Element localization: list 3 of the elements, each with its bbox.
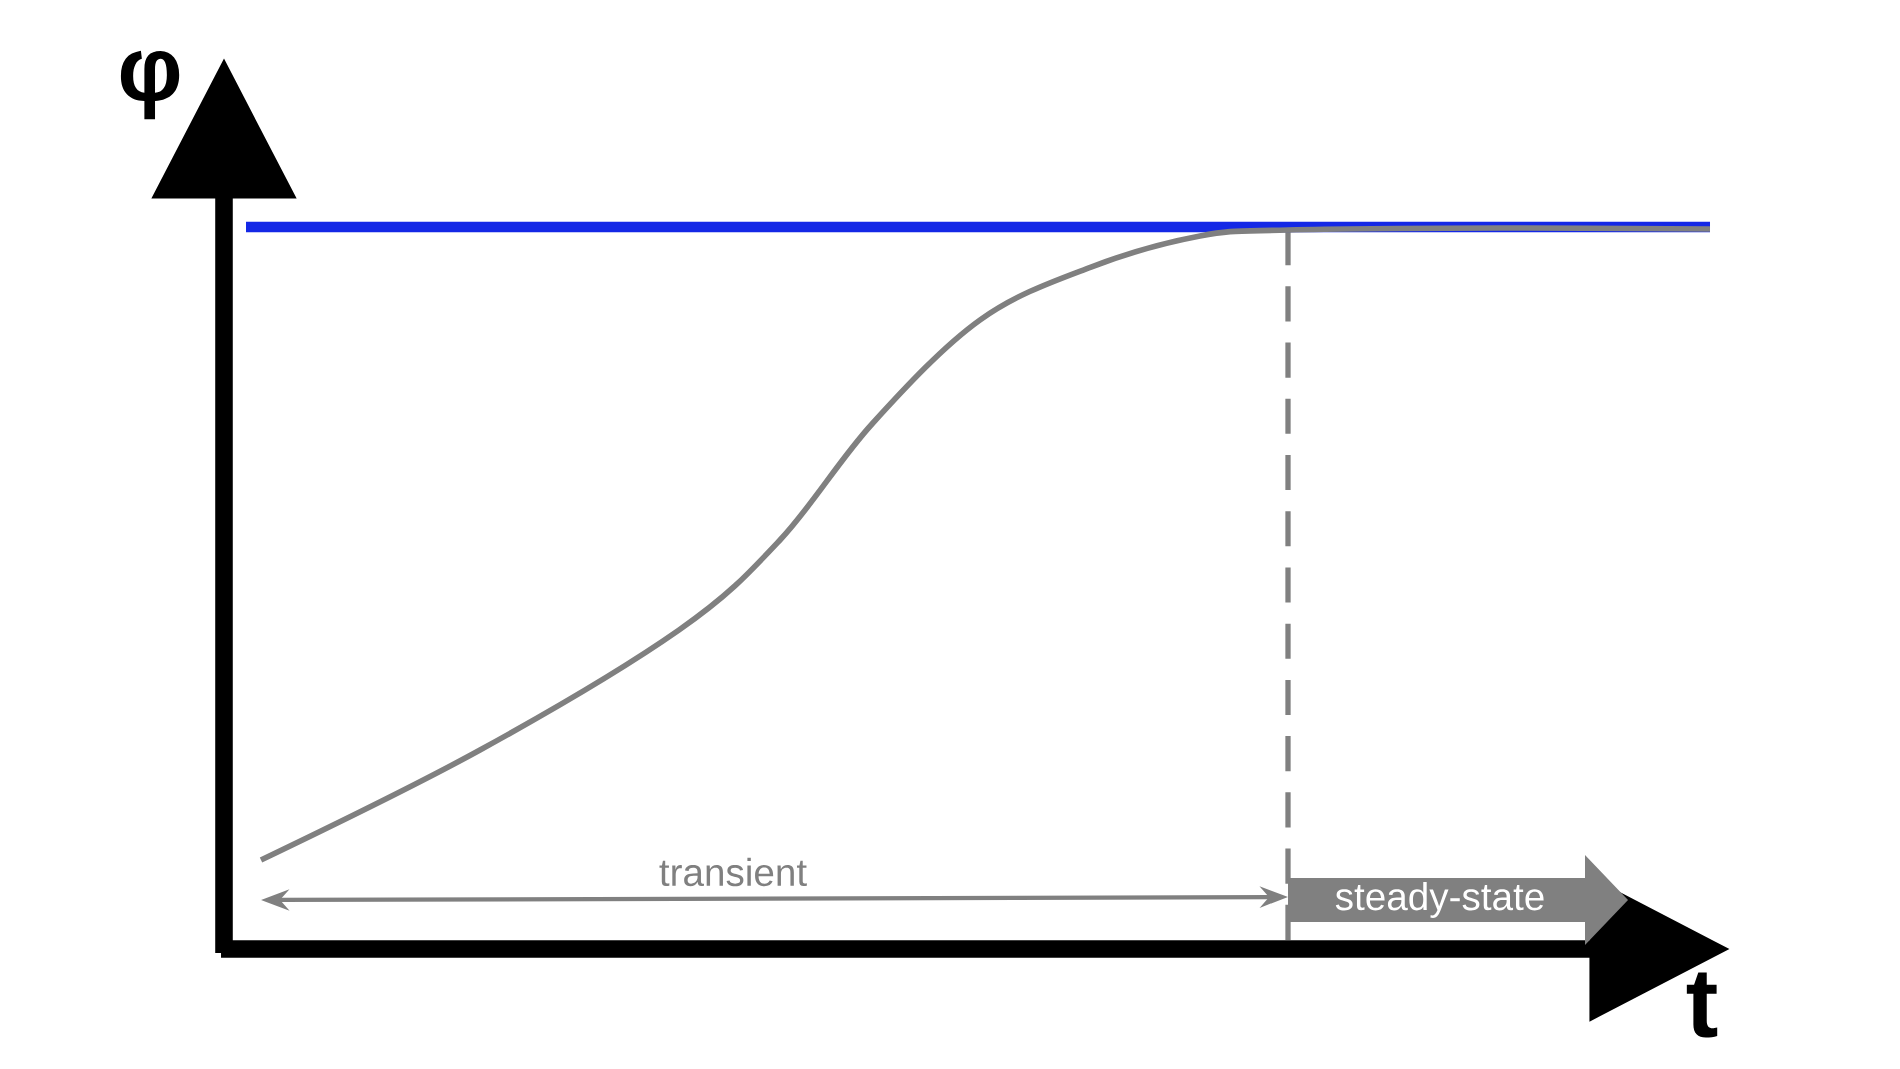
axis-label: t (1686, 972, 1718, 1038)
dimension-label: transient (659, 857, 807, 887)
axis-label: φ (120, 50, 180, 120)
